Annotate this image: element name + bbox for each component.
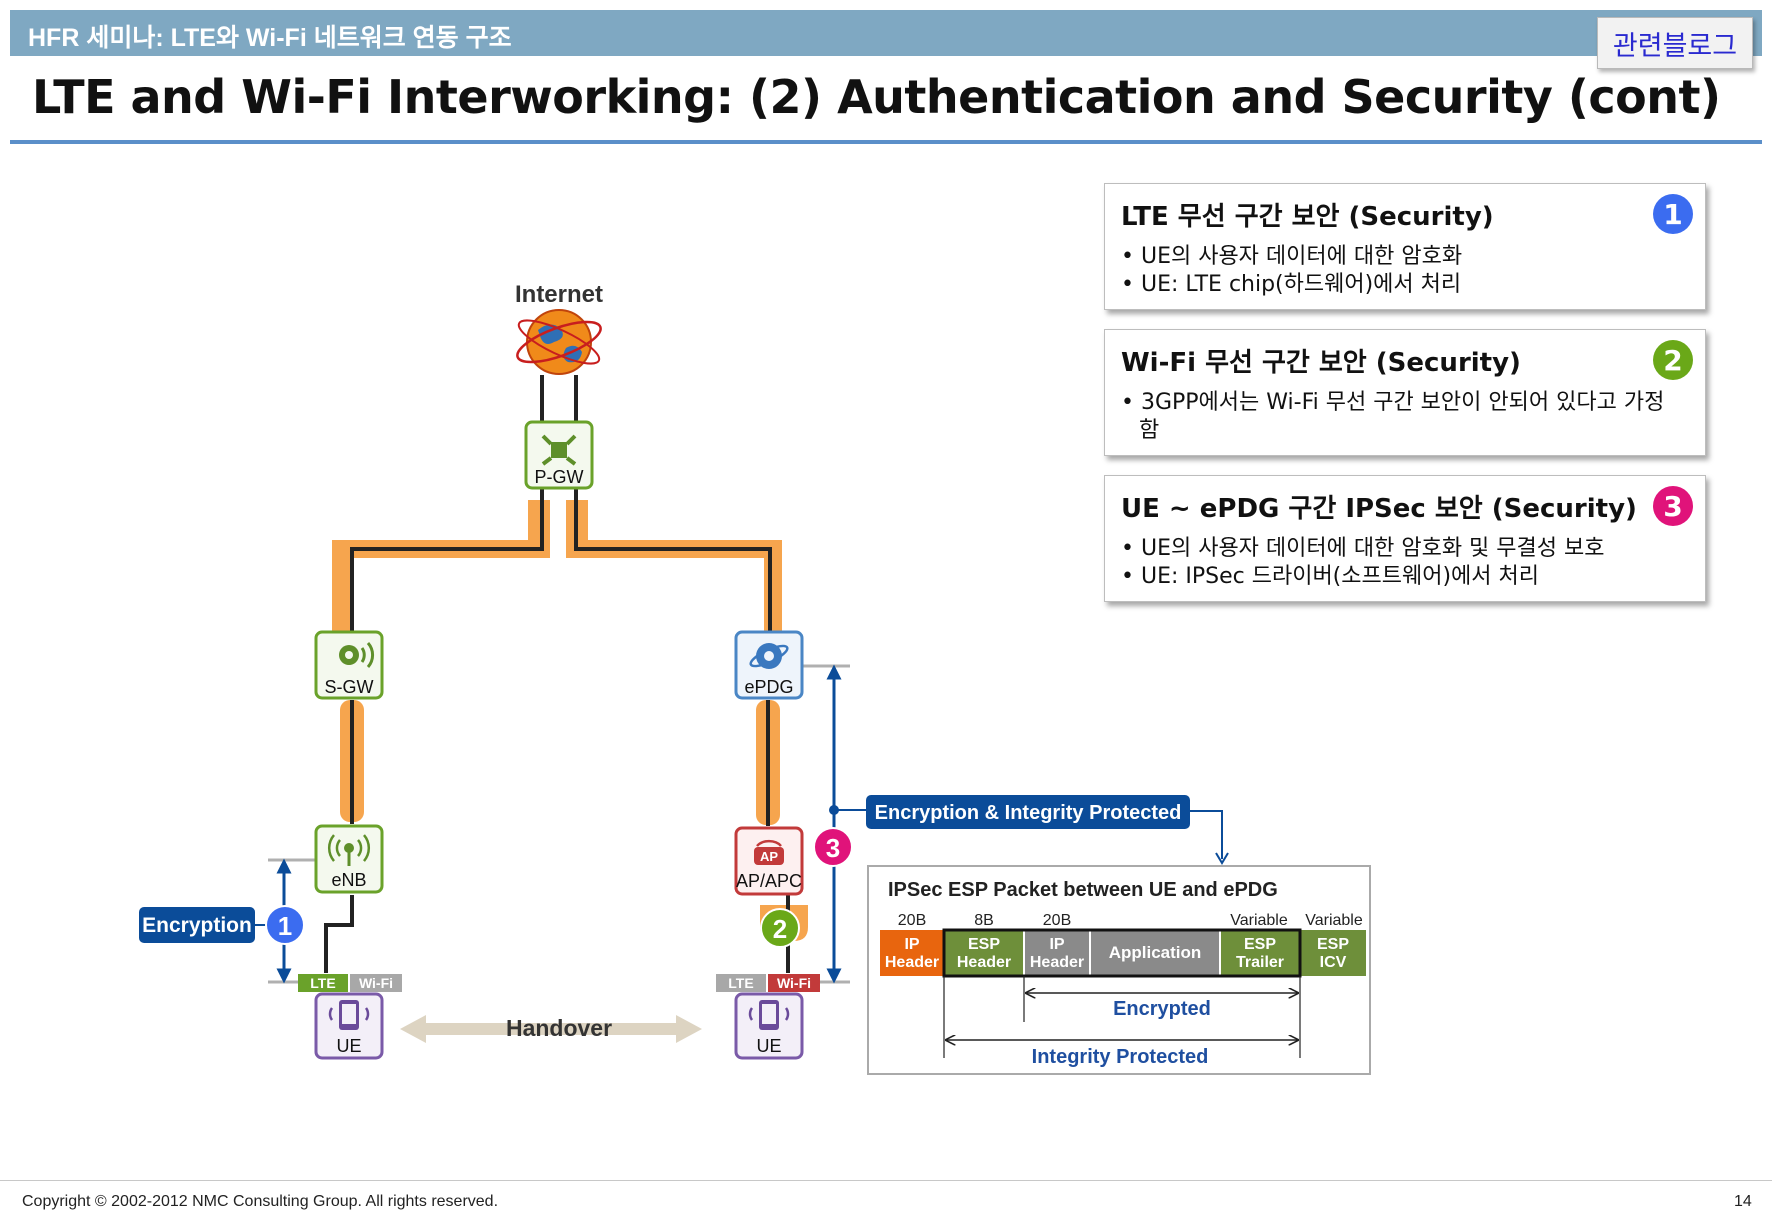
field-line2: Header — [957, 954, 1011, 971]
internet-label: Internet — [515, 281, 603, 308]
ue-right-label: UE — [756, 1036, 781, 1056]
sgw-label: S-GW — [325, 677, 374, 697]
badge-1-icon: 1 — [1653, 194, 1693, 234]
page-title: LTE and Wi-Fi Interworking: (2) Authenti… — [32, 70, 1721, 124]
handover-arrow: Handover — [400, 1015, 702, 1043]
lte-encryption-indicator: Encryption 1 — [139, 858, 305, 984]
field-line1: IP — [1049, 936, 1064, 953]
size-label: Variable — [1305, 912, 1363, 929]
enb-node: eNB — [314, 824, 384, 894]
info-box-title: Wi-Fi 무선 구간 보안 (Security) — [1121, 348, 1521, 378]
esp-protected-outline — [942, 928, 1302, 978]
field-line2: Header — [885, 954, 939, 971]
size-label: 20B — [898, 912, 926, 929]
info-box-title: UE ~ ePDG 구간 IPSec 보안 (Security) — [1121, 494, 1637, 524]
pgw-label: P-GW — [535, 467, 584, 487]
epdg-icon — [749, 643, 789, 669]
lte-tab-label: LTE — [728, 975, 753, 991]
internet-globe-icon — [516, 309, 602, 375]
ue-left-radio-tabs: LTE Wi-Fi — [298, 974, 402, 992]
info-box-lte-security: LTE 무선 구간 보안 (Security) • UE의 사용자 데이터에 대… — [1104, 183, 1706, 310]
field-line1: IP — [904, 936, 919, 953]
ipsec-packet-panel: IPSec ESP Packet between UE and ePDG 20B… — [867, 865, 1371, 1075]
banner-title: HFR 세미나: LTE와 Wi-Fi 네트워크 연동 구조 — [28, 24, 512, 52]
ap-badge-label: AP — [760, 849, 778, 864]
field-line1: Application — [1109, 943, 1202, 962]
field-line2: Header — [1030, 954, 1084, 971]
badge-1-label: 1 — [278, 911, 292, 941]
field-line2: Trailer — [1236, 954, 1284, 971]
title-divider — [10, 140, 1762, 144]
ue-right-node: UE — [734, 992, 804, 1060]
field-esp-icv — [1300, 930, 1366, 976]
badge-2-label: 2 — [773, 914, 787, 944]
field-line1: ESP — [1317, 936, 1349, 953]
phone-icon — [328, 1000, 370, 1030]
phone-icon — [748, 1000, 790, 1030]
related-blog-button[interactable]: 관련블로그 — [1597, 17, 1753, 69]
field-esp-header — [944, 930, 1024, 976]
page-number: 14 — [1734, 1193, 1752, 1210]
badge-3-label: 3 — [826, 833, 840, 863]
field-ip-header-inner — [1024, 930, 1090, 976]
ue-right-radio-tabs: LTE Wi-Fi — [716, 974, 820, 992]
badge-3-icon: 3 — [1653, 486, 1693, 526]
integrity-label: Integrity Protected — [1032, 1046, 1209, 1068]
ipsec-tunnel-indicator: 3 Encryption & Integrity Protected — [813, 664, 1229, 984]
field-line2: ICV — [1320, 954, 1347, 971]
ue-left-label: UE — [336, 1036, 361, 1056]
field-ip-header-outer — [880, 930, 944, 976]
pgw-node: P-GW — [524, 420, 594, 490]
size-label: Variable — [1230, 912, 1288, 929]
header-banner: HFR 세미나: LTE와 Wi-Fi 네트워크 연동 구조 — [10, 10, 1762, 56]
field-line1: ESP — [1244, 936, 1276, 953]
enb-antenna-icon — [327, 834, 371, 866]
field-line1: ESP — [968, 936, 1000, 953]
sgw-node: S-GW — [314, 630, 384, 700]
info-box-wifi-security: Wi-Fi 무선 구간 보안 (Security) • 3GPP에서는 Wi-F… — [1104, 329, 1706, 456]
badge-2-icon: 2 — [1653, 340, 1693, 380]
info-bullet: • 3GPP에서는 Wi-Fi 무선 구간 보안이 안되어 있다고 가정함 — [1121, 390, 1665, 443]
ap-icon: AP — [754, 839, 784, 865]
epdg-node: ePDG — [734, 630, 804, 700]
pgw-icon — [541, 434, 577, 466]
info-bullet: • UE의 사용자 데이터에 대한 암호화 및 무결성 보호 — [1121, 536, 1605, 561]
copyright-text: Copyright © 2002-2012 NMC Consulting Gro… — [22, 1193, 499, 1210]
link-lines — [324, 375, 790, 973]
footer-divider — [0, 1180, 1772, 1181]
wifi-tab-label: Wi-Fi — [359, 975, 393, 991]
epdg-label: ePDG — [744, 677, 793, 697]
info-box-ipsec-security: UE ~ ePDG 구간 IPSec 보안 (Security) • UE의 사… — [1104, 475, 1706, 602]
packet-title: IPSec ESP Packet between UE and ePDG — [888, 879, 1278, 901]
wifi-security-badge: 2 — [760, 908, 800, 948]
handover-label: Handover — [506, 1015, 612, 1041]
wifi-tab-label: Wi-Fi — [777, 975, 811, 991]
encryption-label: Encryption — [142, 914, 252, 937]
size-label: 20B — [1043, 912, 1071, 929]
info-bullet: • UE: IPSec 드라이버(소프트웨어)에서 처리 — [1121, 564, 1540, 589]
info-bullet: • UE: LTE chip(하드웨어)에서 처리 — [1121, 272, 1462, 297]
field-esp-trailer — [1220, 930, 1300, 976]
sgw-icon — [339, 642, 375, 668]
enb-label: eNB — [331, 870, 366, 890]
info-bullet: • UE의 사용자 데이터에 대한 암호화 — [1121, 244, 1463, 269]
info-box-title: LTE 무선 구간 보안 (Security) — [1121, 202, 1494, 232]
ue-left-node: UE — [314, 992, 384, 1060]
encrypted-label: Encrypted — [1113, 998, 1211, 1020]
ap-apc-label: AP/APC — [736, 871, 802, 891]
lte-tab-label: LTE — [310, 975, 335, 991]
ap-apc-node: AP AP/APC — [734, 826, 804, 896]
field-application — [1090, 930, 1220, 976]
size-label: 8B — [974, 912, 994, 929]
enc-integrity-label: Encryption & Integrity Protected — [875, 802, 1182, 824]
